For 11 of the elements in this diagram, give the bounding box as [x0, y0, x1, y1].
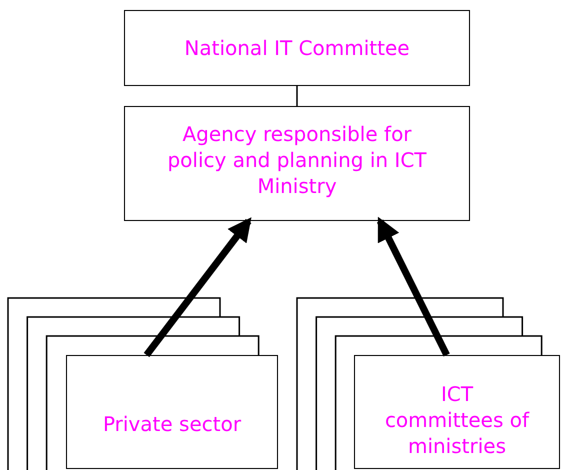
process-box: [354, 355, 560, 469]
connector-line: [296, 86, 298, 106]
node-label: ICT committees of ministries: [384, 381, 530, 459]
process-box: [66, 355, 278, 469]
arrow: [144, 217, 252, 358]
node-label: Agency responsible for policy and planning in ICT Ministry: [166, 120, 428, 198]
arrow: [376, 216, 450, 357]
node-label: National IT Committee: [184, 35, 410, 61]
node-label: Private sector: [102, 411, 242, 437]
process-box: [124, 106, 470, 221]
process-box: [124, 10, 470, 86]
